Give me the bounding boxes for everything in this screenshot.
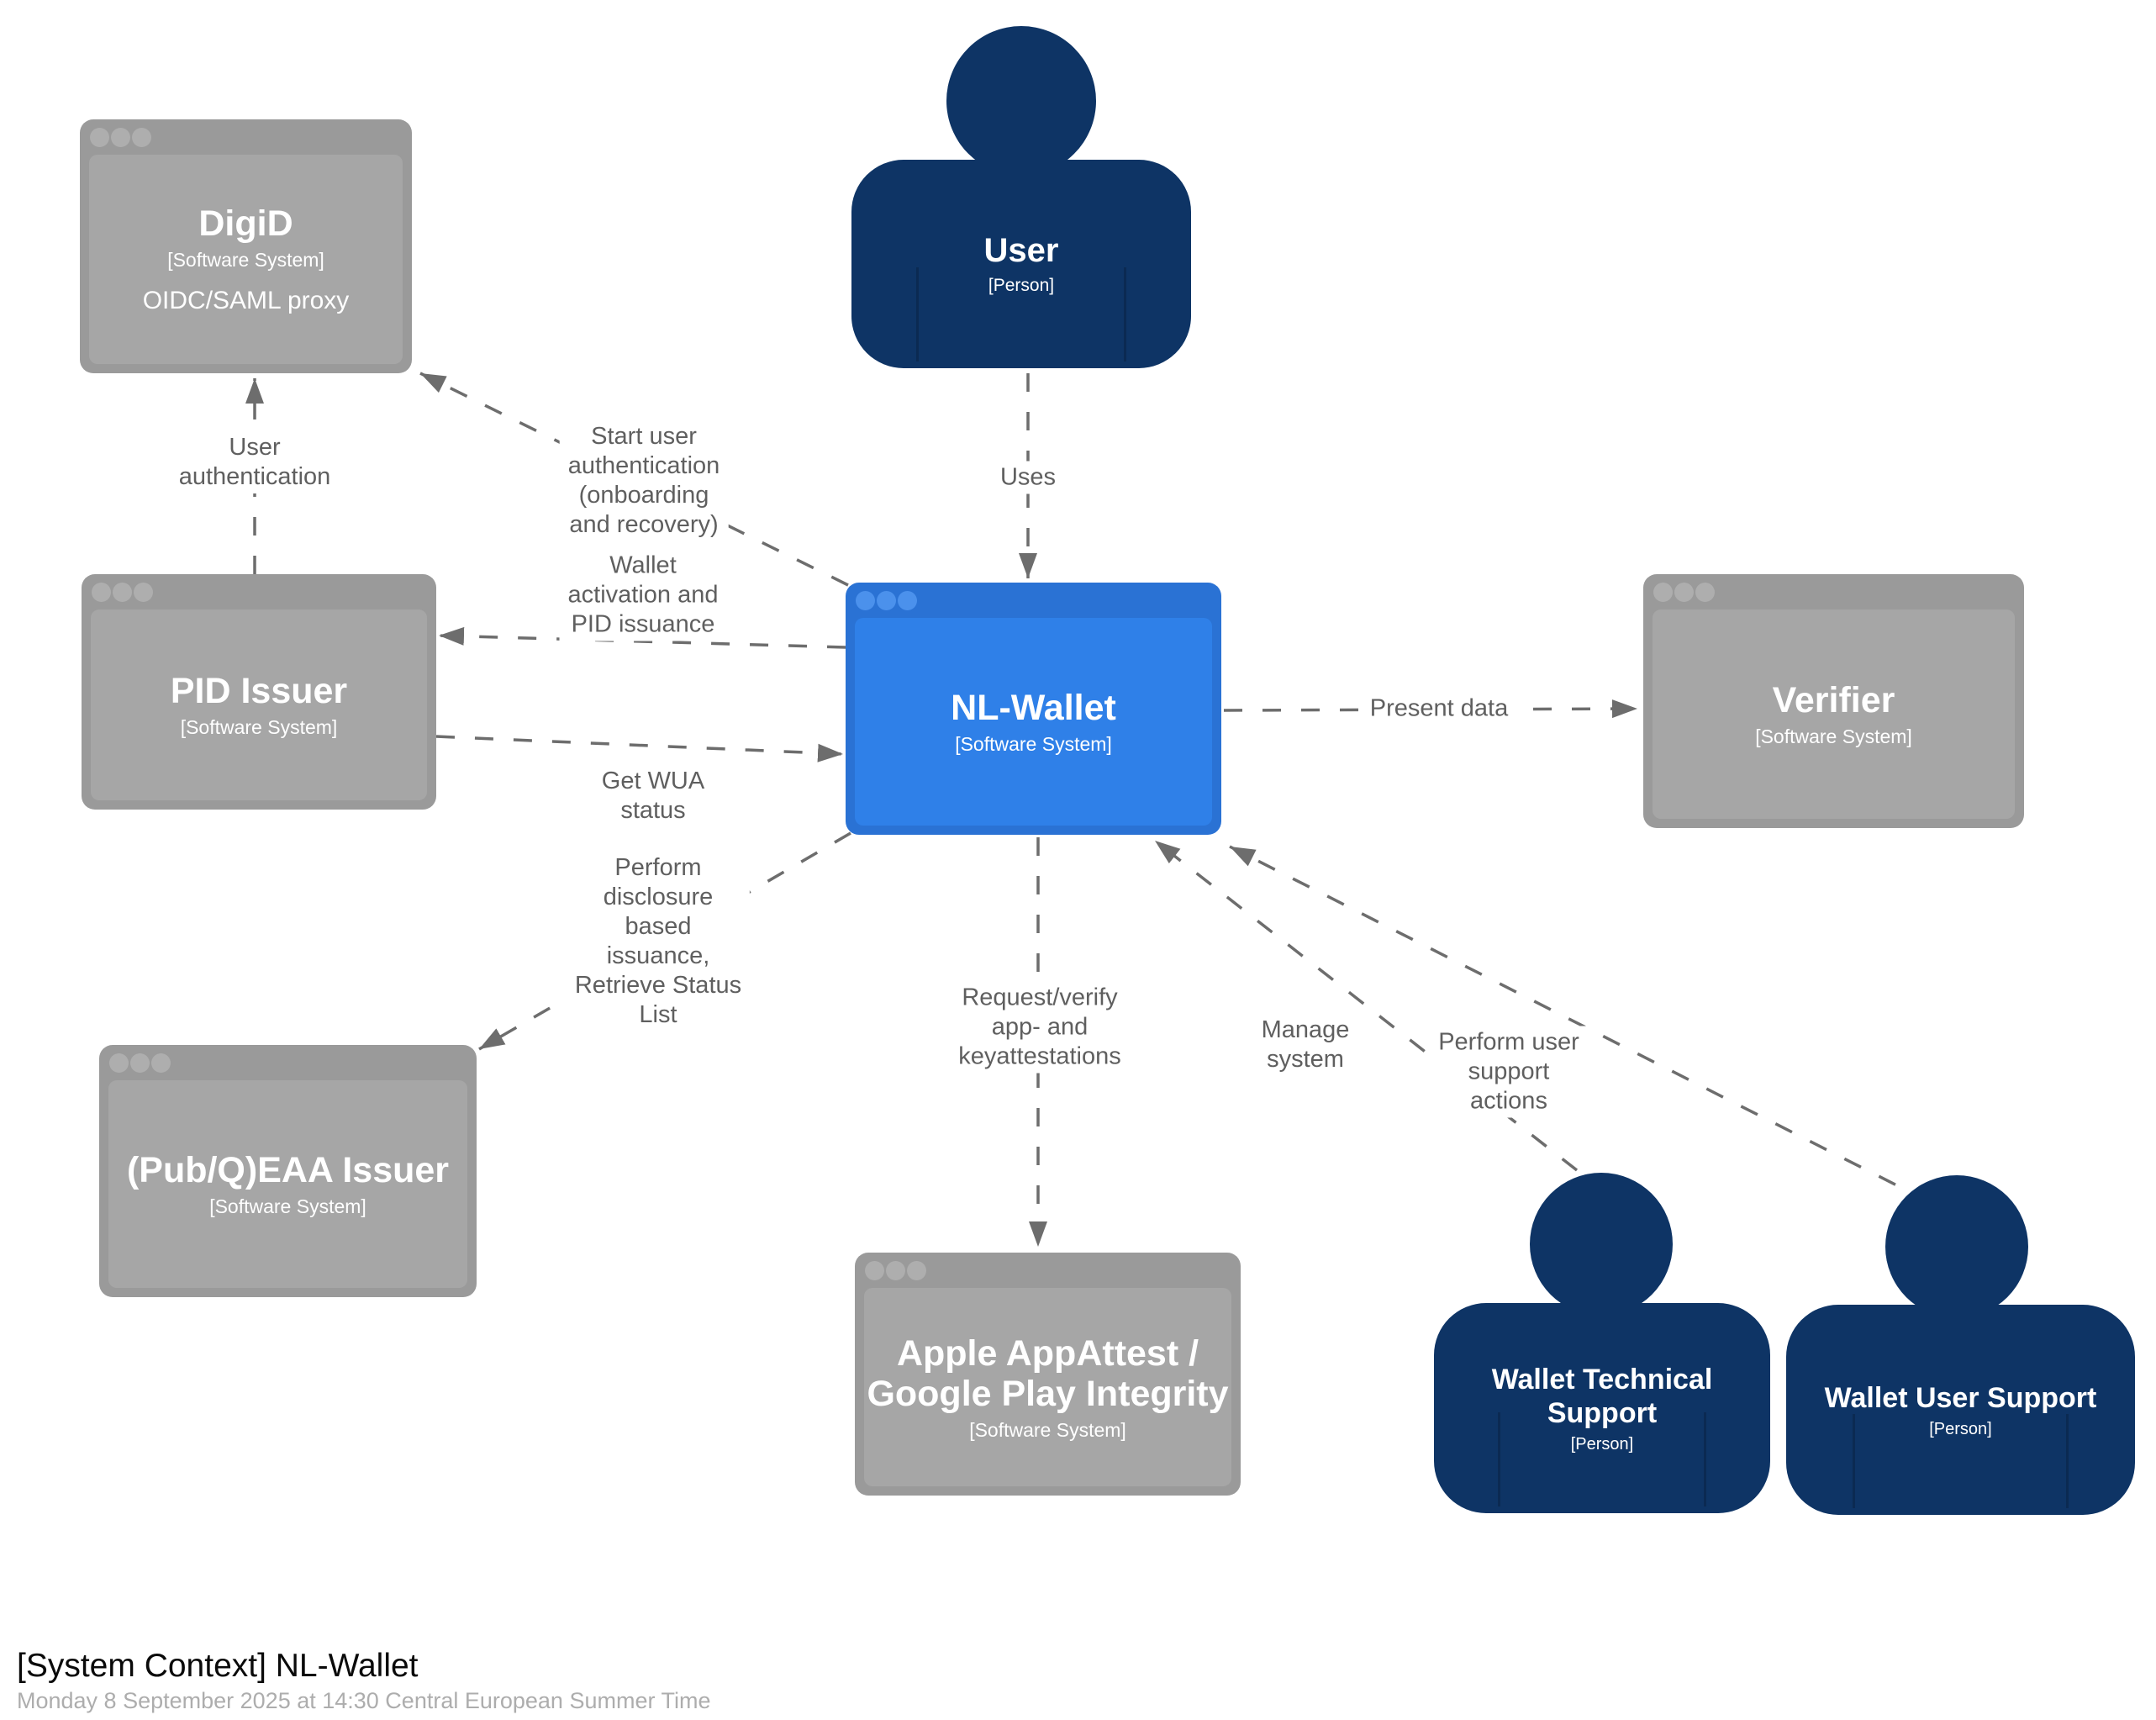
edge-label-wallet-activation: Wallet activation and PID issuance — [559, 549, 727, 641]
user-person-head — [946, 26, 1096, 176]
person-name: User — [983, 232, 1059, 269]
system-meta: [Software System] — [167, 249, 324, 271]
system-description: OIDC/SAML proxy — [142, 287, 350, 314]
person-arm-line — [2066, 1413, 2069, 1508]
system-box-panel: PID Issuer [Software System] — [91, 609, 427, 800]
system-box-nl-wallet: NL-Wallet [Software System] — [846, 583, 1221, 835]
person-meta: [Person] — [988, 276, 1055, 295]
edge-wallet-to-eaa — [478, 831, 851, 1051]
diagram-title: [System Context] NL-Wallet — [17, 1648, 419, 1684]
window-dot-icon — [898, 591, 917, 610]
system-box-eaa-issuer: (Pub/Q)EAA Issuer [Software System] — [99, 1045, 477, 1297]
window-dot-icon — [90, 128, 109, 147]
person-meta: [Person] — [1929, 1419, 1992, 1438]
window-dot-icon — [109, 1053, 129, 1073]
system-meta: [Software System] — [209, 1195, 366, 1217]
person-meta: [Person] — [1570, 1434, 1634, 1454]
system-box-verifier: Verifier [Software System] — [1643, 574, 2024, 828]
system-meta: [Software System] — [969, 1418, 1126, 1441]
edge-pid-to-wallet — [435, 735, 844, 762]
person-arm-line — [1498, 1411, 1500, 1506]
user-support-person-head — [1885, 1175, 2028, 1318]
edge-label-support-actions: Perform user support actions — [1430, 1026, 1588, 1118]
window-dot-icon — [865, 1261, 884, 1280]
edge-label-present-data: Present data — [1361, 692, 1517, 725]
window-dot-icon — [113, 583, 132, 602]
edge-usersupport-to-wallet — [1229, 845, 1931, 1204]
system-name: (Pub/Q)EAA Issuer — [126, 1150, 450, 1190]
system-box-panel: DigiD [Software System] OIDC/SAML proxy — [89, 155, 403, 364]
edge-wallet-to-pid — [438, 626, 846, 649]
window-dot-icon — [907, 1261, 926, 1280]
system-box-pid-issuer: PID Issuer [Software System] — [82, 574, 436, 810]
window-dot-icon — [130, 1053, 150, 1073]
window-dot-icon — [132, 128, 151, 147]
window-dot-icon — [111, 128, 130, 147]
person-arm-line — [1124, 267, 1127, 361]
diagram-subtitle: Monday 8 September 2025 at 14:30 Central… — [17, 1688, 711, 1713]
edge-label-get-wua-status: Get WUA status — [593, 765, 714, 827]
edge-label-disclosure-issuance: Perform disclosure based issuance, Retri… — [566, 852, 751, 1031]
person-arm-line — [1852, 1413, 1855, 1508]
system-name: PID Issuer — [170, 671, 348, 711]
edge-label-start-user-auth: Start user authentication (onboarding an… — [559, 420, 729, 541]
window-dot-icon — [151, 1053, 171, 1073]
system-meta: [Software System] — [1755, 725, 1912, 747]
window-dot-icon — [877, 591, 896, 610]
edge-label-manage-system: Manage system — [1252, 1014, 1358, 1076]
system-box-app-attest: Apple AppAttest / Google Play Integrity … — [855, 1253, 1241, 1496]
system-name: NL-Wallet — [951, 688, 1116, 728]
edge-label-uses: Uses — [991, 461, 1065, 494]
window-dot-icon — [92, 583, 111, 602]
system-box-panel: (Pub/Q)EAA Issuer [Software System] — [108, 1080, 467, 1288]
system-name: DigiD — [198, 203, 293, 244]
tech-support-person: Wallet Technical Support [Person] — [1434, 1303, 1770, 1513]
person-name: Wallet Technical Support — [1491, 1363, 1713, 1429]
system-box-panel: Apple AppAttest / Google Play Integrity … — [864, 1288, 1231, 1486]
system-meta: [Software System] — [180, 716, 338, 738]
window-dot-icon — [134, 583, 153, 602]
edge-label-attestations: Request/verify app- and keyattestations — [950, 981, 1130, 1074]
edge-techsupport-to-wallet — [1153, 839, 1579, 1172]
tech-support-person-head — [1530, 1173, 1673, 1316]
system-name: Apple AppAttest / Google Play Integrity — [867, 1332, 1229, 1414]
edge-label-user-authentication: User authentication — [170, 431, 340, 493]
window-dot-icon — [856, 591, 875, 610]
system-meta: [Software System] — [955, 733, 1112, 755]
system-name: Verifier — [1772, 680, 1895, 720]
person-arm-line — [1704, 1411, 1706, 1506]
system-box-panel: Verifier [Software System] — [1653, 609, 2015, 819]
user-support-person: Wallet User Support [Person] — [1786, 1305, 2135, 1515]
user-person: User [Person] — [851, 160, 1191, 368]
system-box-panel: NL-Wallet [Software System] — [855, 618, 1212, 826]
window-dot-icon — [1674, 583, 1694, 602]
person-name: Wallet User Support — [1824, 1381, 2097, 1414]
window-dot-icon — [886, 1261, 905, 1280]
window-dot-icon — [1695, 583, 1715, 602]
person-arm-line — [915, 267, 919, 361]
window-dot-icon — [1653, 583, 1673, 602]
system-box-digid: DigiD [Software System] OIDC/SAML proxy — [80, 119, 412, 373]
